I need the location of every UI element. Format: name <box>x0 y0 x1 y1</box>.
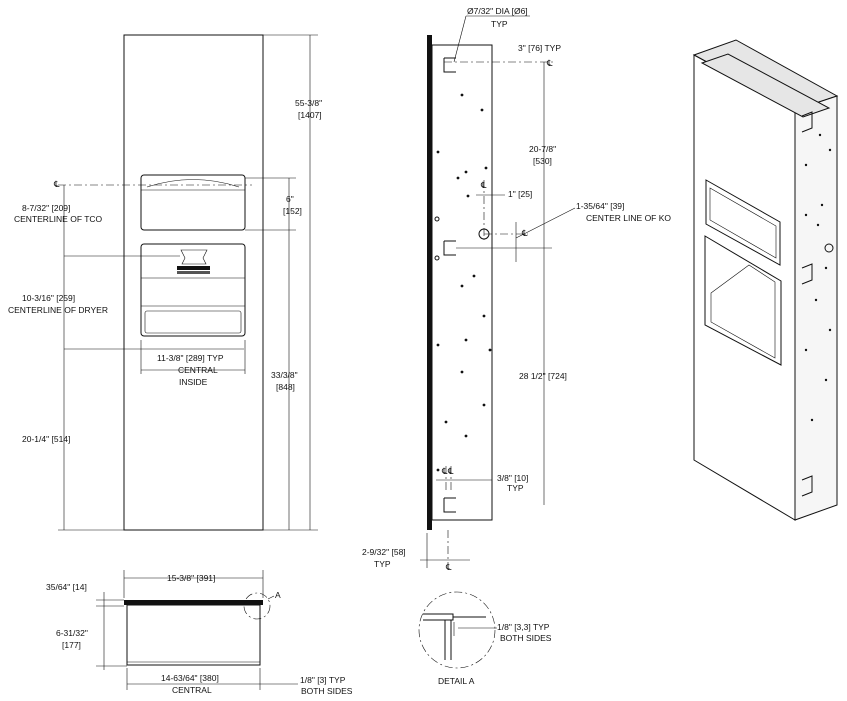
top-gap-label: BOTH SIDES <box>301 686 353 696</box>
total-height-mm: [1407] <box>298 110 322 120</box>
depth-dim: 2-9/32" [58] <box>362 547 406 557</box>
central-width-label: CENTRAL <box>172 685 212 695</box>
total-height-dim: 55-3/8" <box>295 98 322 108</box>
top-gap-dim: 1/8" [3] TYP <box>300 675 346 685</box>
side-body-outline <box>431 44 493 521</box>
iso-rivets <box>804 133 832 422</box>
detail-gap-label: BOTH SIDES <box>500 633 552 643</box>
iso-bracket-top <box>801 111 813 133</box>
side-hole-1 <box>434 216 440 222</box>
top-depth-mm: [177] <box>62 640 81 650</box>
ko-centerline-symbol: ℄ <box>480 180 487 190</box>
ko-horizontal-symbol: ℄ <box>521 228 528 238</box>
detail-a-marker <box>243 592 271 620</box>
bottom-height-dim: 20-1/4" [514] <box>22 434 70 444</box>
lower-height-mm: [848] <box>276 382 295 392</box>
front-panel-outline <box>123 34 264 531</box>
upper-span-mm: [530] <box>533 156 552 166</box>
depth-centerline-symbol: ℄ <box>445 562 452 572</box>
iso-side-face <box>794 95 838 521</box>
side-hole-2 <box>434 255 440 261</box>
top-depth-dim: 6-31/32" <box>56 628 88 638</box>
detail-a-ref: A <box>275 590 281 600</box>
towel-dispenser-outline <box>140 174 246 231</box>
depth-typ: TYP <box>374 559 391 569</box>
front-view: ℄ 8-7/32" [209] CENTERLINE OF TCO 10-3/1… <box>8 34 322 531</box>
detail-gap-dim: 1/8" [3,3] TYP <box>497 622 550 632</box>
iso-towel-dispenser <box>705 179 781 266</box>
tco-centerline-dim: 8-7/32" [209] <box>22 203 70 213</box>
bottom-centerline-symbol-2: ℄ <box>447 466 454 476</box>
iso-knockout-icon <box>824 243 834 253</box>
tco-centerline-label: CENTERLINE OF TCO <box>14 214 103 224</box>
isometric-view <box>692 39 839 521</box>
top-view-body <box>126 604 261 666</box>
hole-leader <box>453 15 467 63</box>
upper-span-dim: 20-7/8" <box>529 144 556 154</box>
inside-label-central: CENTRAL <box>178 365 218 375</box>
inside-width-dim: 11-3/8" [289] TYP <box>157 353 224 363</box>
dryer-bin-opening <box>144 310 242 334</box>
towel-dispenser-slot <box>146 179 240 188</box>
detail-flange <box>423 613 454 621</box>
top-offset-dim: 3" [76] TYP <box>518 43 561 53</box>
lower-span-dim: 28 1/2" [724] <box>519 371 567 381</box>
bottom-centerline-symbol-1: ℄ <box>441 466 448 476</box>
dryer-centerline-dim: 10-3/16" [259] <box>22 293 75 303</box>
detail-a-leader <box>267 595 275 600</box>
iso-bin-inner <box>710 264 776 359</box>
flange-dim: 35/64" [14] <box>46 582 87 592</box>
middle-bracket <box>443 240 456 256</box>
detail-a-title: DETAIL A <box>438 676 475 686</box>
iso-towel-inner <box>709 187 777 259</box>
dryer-grille-icon <box>177 266 210 274</box>
ko-label: CENTER LINE OF KO <box>586 213 671 223</box>
detail-wall <box>444 620 452 660</box>
bottom-offset-dim: 3/8" [10] <box>497 473 528 483</box>
top-view: 15-3/8" [391] 35/64" [14] 6-31/32" [177]… <box>46 570 353 696</box>
dryer-centerline-label: CENTERLINE OF DRYER <box>8 305 108 315</box>
dryer-outline <box>140 243 246 337</box>
iso-bin-opening <box>704 235 782 366</box>
iso-bracket-bottom <box>801 475 813 497</box>
dryer-nozzle-icon <box>180 249 208 265</box>
side-rivets <box>436 93 492 472</box>
tco-gap-dim: 6" <box>286 194 294 204</box>
bottom-typ: TYP <box>507 483 524 493</box>
top-bracket <box>443 57 456 73</box>
tco-centerline-symbol: ℄ <box>53 179 60 189</box>
detail-a: 1/8" [3,3] TYP BOTH SIDES DETAIL A <box>418 591 552 686</box>
iso-top-inner <box>700 53 831 118</box>
bottom-bracket <box>443 497 456 513</box>
top-centerline-symbol: ℄ <box>546 58 553 68</box>
top-width-dim: 15-3/8" [391] <box>167 573 215 583</box>
hole-dia-dim: Ø7/32" DIA [Ø6] <box>467 6 528 16</box>
iso-bracket-middle <box>801 263 813 285</box>
lower-height-dim: 33/3/8" <box>271 370 298 380</box>
side-view: Ø7/32" DIA [Ø6] TYP 3" [76] TYP ℄ 20-7/8… <box>362 6 671 572</box>
ko-dim: 1-35/64" [39] <box>576 201 624 211</box>
side-flange <box>427 35 432 530</box>
tco-gap-mm: [152] <box>283 206 302 216</box>
detail-a-circle <box>418 591 496 669</box>
inside-label-inside: INSIDE <box>179 377 208 387</box>
iso-front-face <box>693 54 796 521</box>
ko-offset-dim: 1" [25] <box>508 189 532 199</box>
central-width-dim: 14-63/64" [380] <box>161 673 219 683</box>
top-view-flange <box>124 600 263 605</box>
hole-typ: TYP <box>491 19 508 29</box>
ko-leader <box>515 207 576 239</box>
